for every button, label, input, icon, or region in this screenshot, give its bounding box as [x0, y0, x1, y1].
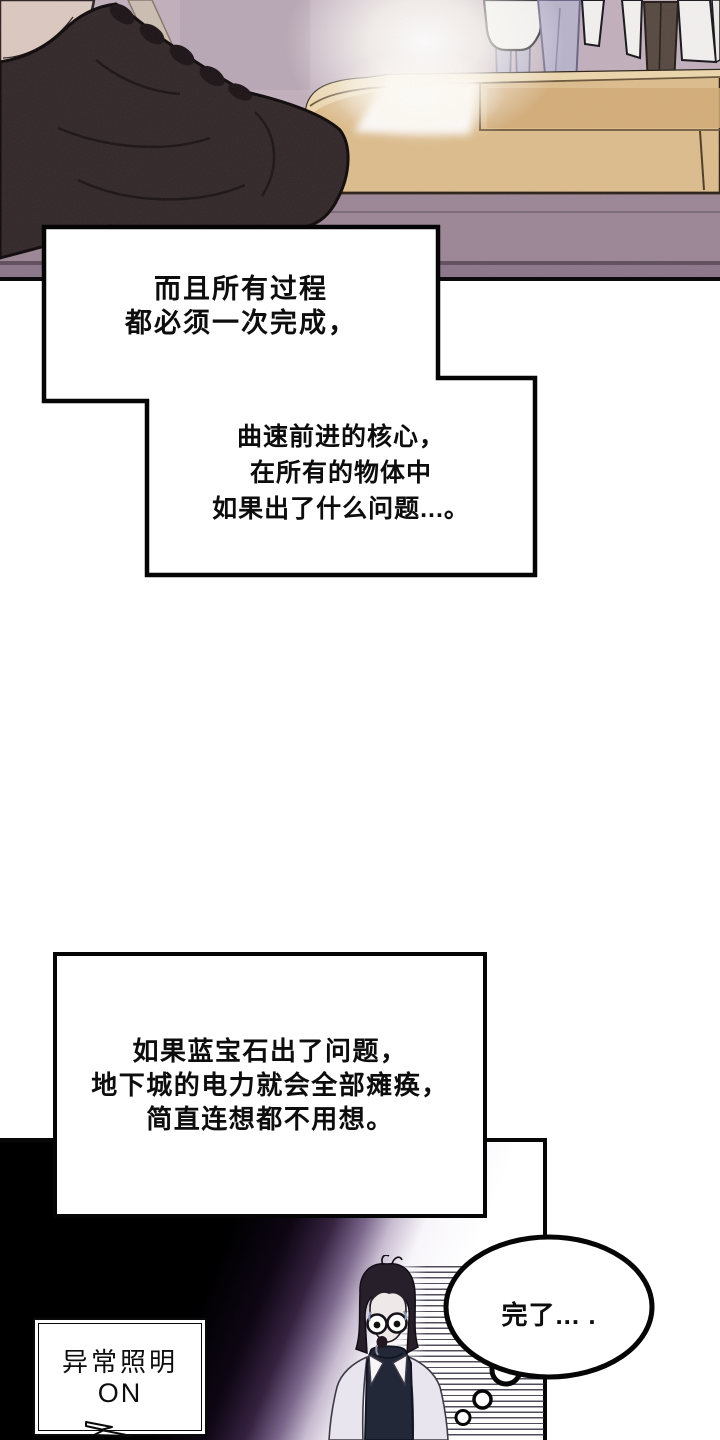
- sign-tail: [85, 1421, 133, 1437]
- speech-line: 地下城的电力就会全部瘫痪，: [91, 1070, 449, 1100]
- thought-dot: [472, 1389, 493, 1410]
- mouth: [376, 1336, 388, 1348]
- speech-line: 如果出了什么问题...。: [212, 495, 470, 523]
- warning-sign: 异常照明 ON: [33, 1318, 207, 1436]
- sign-state: ON: [97, 1378, 143, 1408]
- speech-line: 在所有的物体中: [249, 459, 432, 487]
- speech-line: 而且所有过程: [154, 274, 328, 304]
- coat-lapel: [392, 1353, 408, 1388]
- hair-fringe: [369, 1285, 407, 1307]
- speech-text-1: 而且所有过程 都必须一次完成，: [44, 272, 438, 340]
- speech-text-2: 曲速前进的核心， 在所有的物体中 如果出了什么问题...。: [147, 419, 535, 527]
- shocked-scientist: [328, 1255, 449, 1440]
- lab-coat: [328, 1355, 368, 1440]
- thought-bubble: [443, 1234, 655, 1426]
- drool: [375, 1344, 379, 1356]
- speech-line: 如果蓝宝石出了问题，: [132, 1036, 408, 1066]
- speech-line: 曲速前进的核心，: [236, 423, 445, 451]
- speech-box-stepped: [41, 224, 538, 578]
- speech-box-3: 如果蓝宝石出了问题， 地下城的电力就会全部瘫痪， 简直连想都不用想。: [53, 952, 487, 1218]
- speech-line: 都必须一次完成，: [125, 308, 357, 338]
- speech-line: 简直连想都不用想。: [146, 1104, 394, 1134]
- warning-sign-inner-border: 异常照明 ON: [38, 1323, 202, 1431]
- sweat-drops: [368, 1310, 407, 1322]
- thought-text: 完了... .: [501, 1300, 597, 1330]
- coat-lapel: [368, 1353, 384, 1388]
- sign-label: 异常照明: [61, 1347, 178, 1377]
- thought-dot: [454, 1409, 472, 1426]
- hair-strands: [381, 1255, 403, 1266]
